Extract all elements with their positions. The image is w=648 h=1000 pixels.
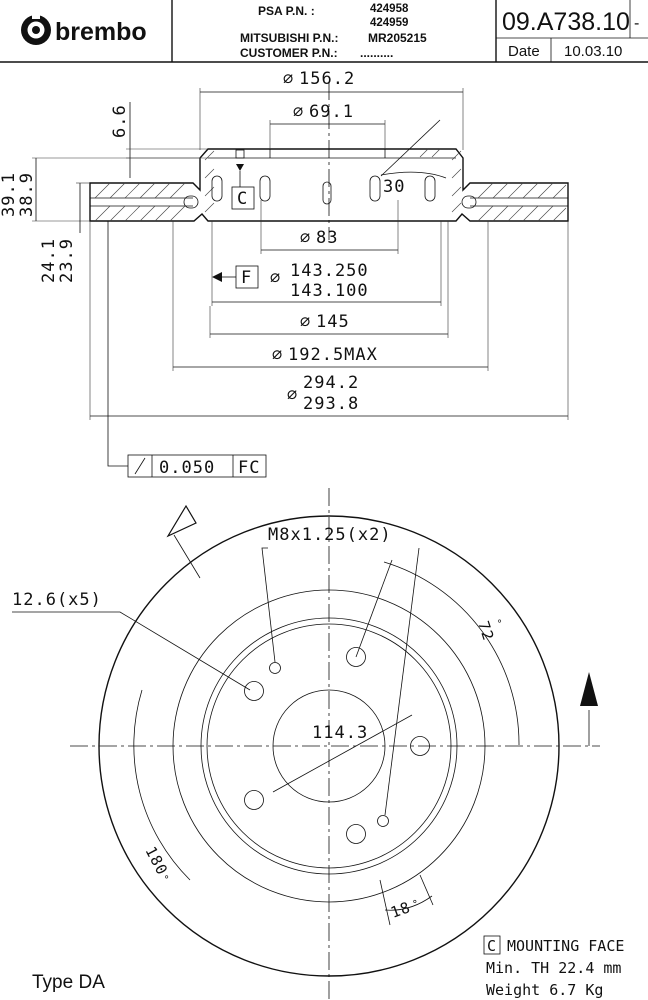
dia-192-label: 192.5MAX [288, 345, 378, 365]
dim-6-6-label: 6.6 [110, 104, 130, 138]
dia-143-max-label: 143.250 [290, 261, 369, 281]
angle-72-degree: ° [490, 618, 502, 627]
customer-label: CUSTOMER P.N.: [240, 46, 338, 60]
dia-symbol-156: ⌀ [283, 69, 294, 89]
dia-156-label: 156.2 [299, 69, 355, 89]
psa-pn-1: 424958 [370, 3, 409, 15]
section-view: 30 C ⌀ 156.2 ⌀ 69.1 6.6 39.1 38.9 24.1 [0, 69, 569, 478]
section-hatch-left [94, 150, 215, 222]
dia-294-max-label: 294.2 [303, 373, 359, 393]
angle-180-degree: ° [157, 873, 170, 883]
angle-30-label: 30 [383, 177, 405, 197]
bolt-hole-3 [346, 824, 366, 844]
height-38-9-label: 38.9 [17, 172, 37, 217]
hat-outer [200, 617, 458, 875]
thread-label: M8x1.25(x2) [268, 525, 392, 545]
part-number: 09.A738.10 [502, 8, 630, 36]
tolerance-value: 0.050 [159, 458, 215, 478]
threaded-hole-2 [377, 815, 389, 827]
dia-143-min-label: 143.100 [290, 281, 369, 301]
hole-size-label: 12.6(x5) [12, 590, 102, 610]
dia-symbol-83: ⌀ [300, 228, 311, 248]
dia-symbol-69: ⌀ [293, 102, 304, 122]
height-24-1-label: 24.1 [39, 238, 59, 283]
angle-18-degree: ° [411, 898, 420, 910]
pcd-label: 114.3 [312, 723, 368, 743]
brembo-logo: brembo [21, 13, 147, 46]
center-bore [272, 689, 386, 803]
bolt-hole-4 [244, 790, 264, 810]
dia-symbol-143: ⌀ [270, 268, 281, 288]
dia-69-label: 69.1 [309, 102, 354, 122]
mounting-c-label: C [487, 937, 497, 955]
disc-outer-edge [98, 515, 560, 977]
mitsubishi-pn: MR205215 [368, 31, 427, 45]
tolerance-ref: FC [238, 458, 260, 478]
bolt-hole-5 [244, 681, 264, 701]
date-value: 10.03.10 [564, 43, 622, 60]
title-block: brembo PSA P.N. : 424958 424959 MITSUBIS… [0, 0, 648, 63]
dia-83-label: 83 [316, 228, 338, 248]
mounting-face-label: MOUNTING FACE [507, 937, 624, 955]
dia-symbol-192: ⌀ [272, 345, 283, 365]
dia-symbol-294: ⌀ [287, 385, 298, 405]
brand-name: brembo [55, 18, 147, 46]
revision: - [634, 15, 639, 32]
height-23-9-label: 23.9 [57, 238, 77, 283]
dia-294-min-label: 293.8 [303, 394, 359, 414]
front-view: 114.3 M8x1.25(x2) 12.6(x5) 72 ° 180 ° 18… [12, 488, 600, 1000]
runout-tolerance-frame: 0.050 FC [107, 420, 267, 478]
section-hatch-right [419, 148, 567, 222]
datum-c-box [231, 186, 255, 210]
customer-pn: .......... [360, 46, 393, 60]
dia-145-label: 145 [316, 312, 350, 332]
bolt-hole-1 [346, 647, 366, 667]
psa-pn-2: 424959 [370, 17, 408, 29]
datum-f-box [235, 265, 259, 289]
braking-surface-inner [172, 589, 486, 903]
date-label: Date [508, 43, 540, 60]
datum-f-label: F [241, 268, 252, 288]
min-thickness: Min. TH 22.4 mm [486, 959, 621, 977]
height-39-1-label: 39.1 [0, 172, 19, 217]
footer-notes: Type DA C MOUNTING FACE Min. TH 22.4 mm … [32, 935, 624, 999]
bolt-hole-2 [410, 736, 430, 756]
angle-18-label: 18 [388, 898, 413, 922]
threaded-hole-1 [269, 662, 281, 674]
datum-c-label: C [237, 189, 248, 209]
type-label: Type DA [32, 972, 105, 993]
psa-label: PSA P.N. : [258, 4, 315, 18]
angle-72-label: 72 [474, 619, 497, 644]
weight: Weight 6.7 Kg [486, 981, 603, 999]
dia-symbol-145: ⌀ [300, 312, 311, 332]
mitsubishi-label: MITSUBISHI P.N.: [240, 31, 338, 45]
mounting-c-box [483, 935, 501, 955]
